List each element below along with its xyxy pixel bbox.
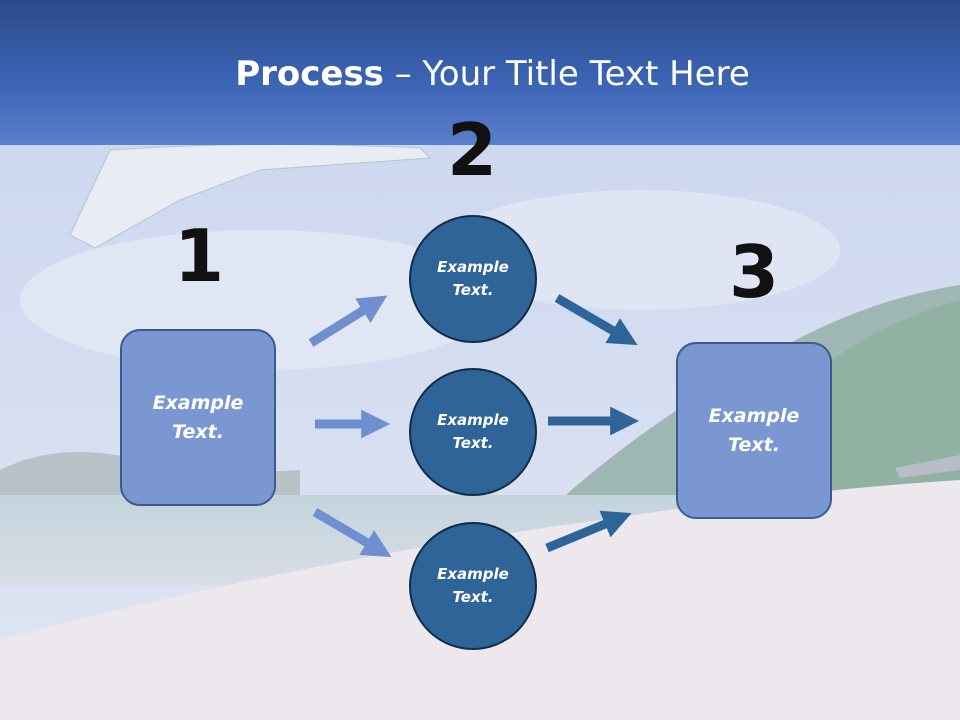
title-rest: – Your Title Text Here — [383, 54, 750, 94]
arrow-1-to-bottom-icon — [312, 508, 392, 558]
slide-title: Process – Your Title Text Here — [0, 52, 960, 96]
arrow-top-to-3-icon — [554, 294, 638, 346]
arrow-bottom-to-3-icon — [545, 510, 632, 553]
step-3-number: 3 — [728, 230, 780, 314]
title-bar — [0, 0, 960, 145]
arrow-1-to-top-icon — [308, 295, 388, 347]
title-bold: Process — [235, 54, 384, 94]
step-1-number: 1 — [173, 214, 225, 298]
step-2-number: 2 — [446, 108, 498, 192]
